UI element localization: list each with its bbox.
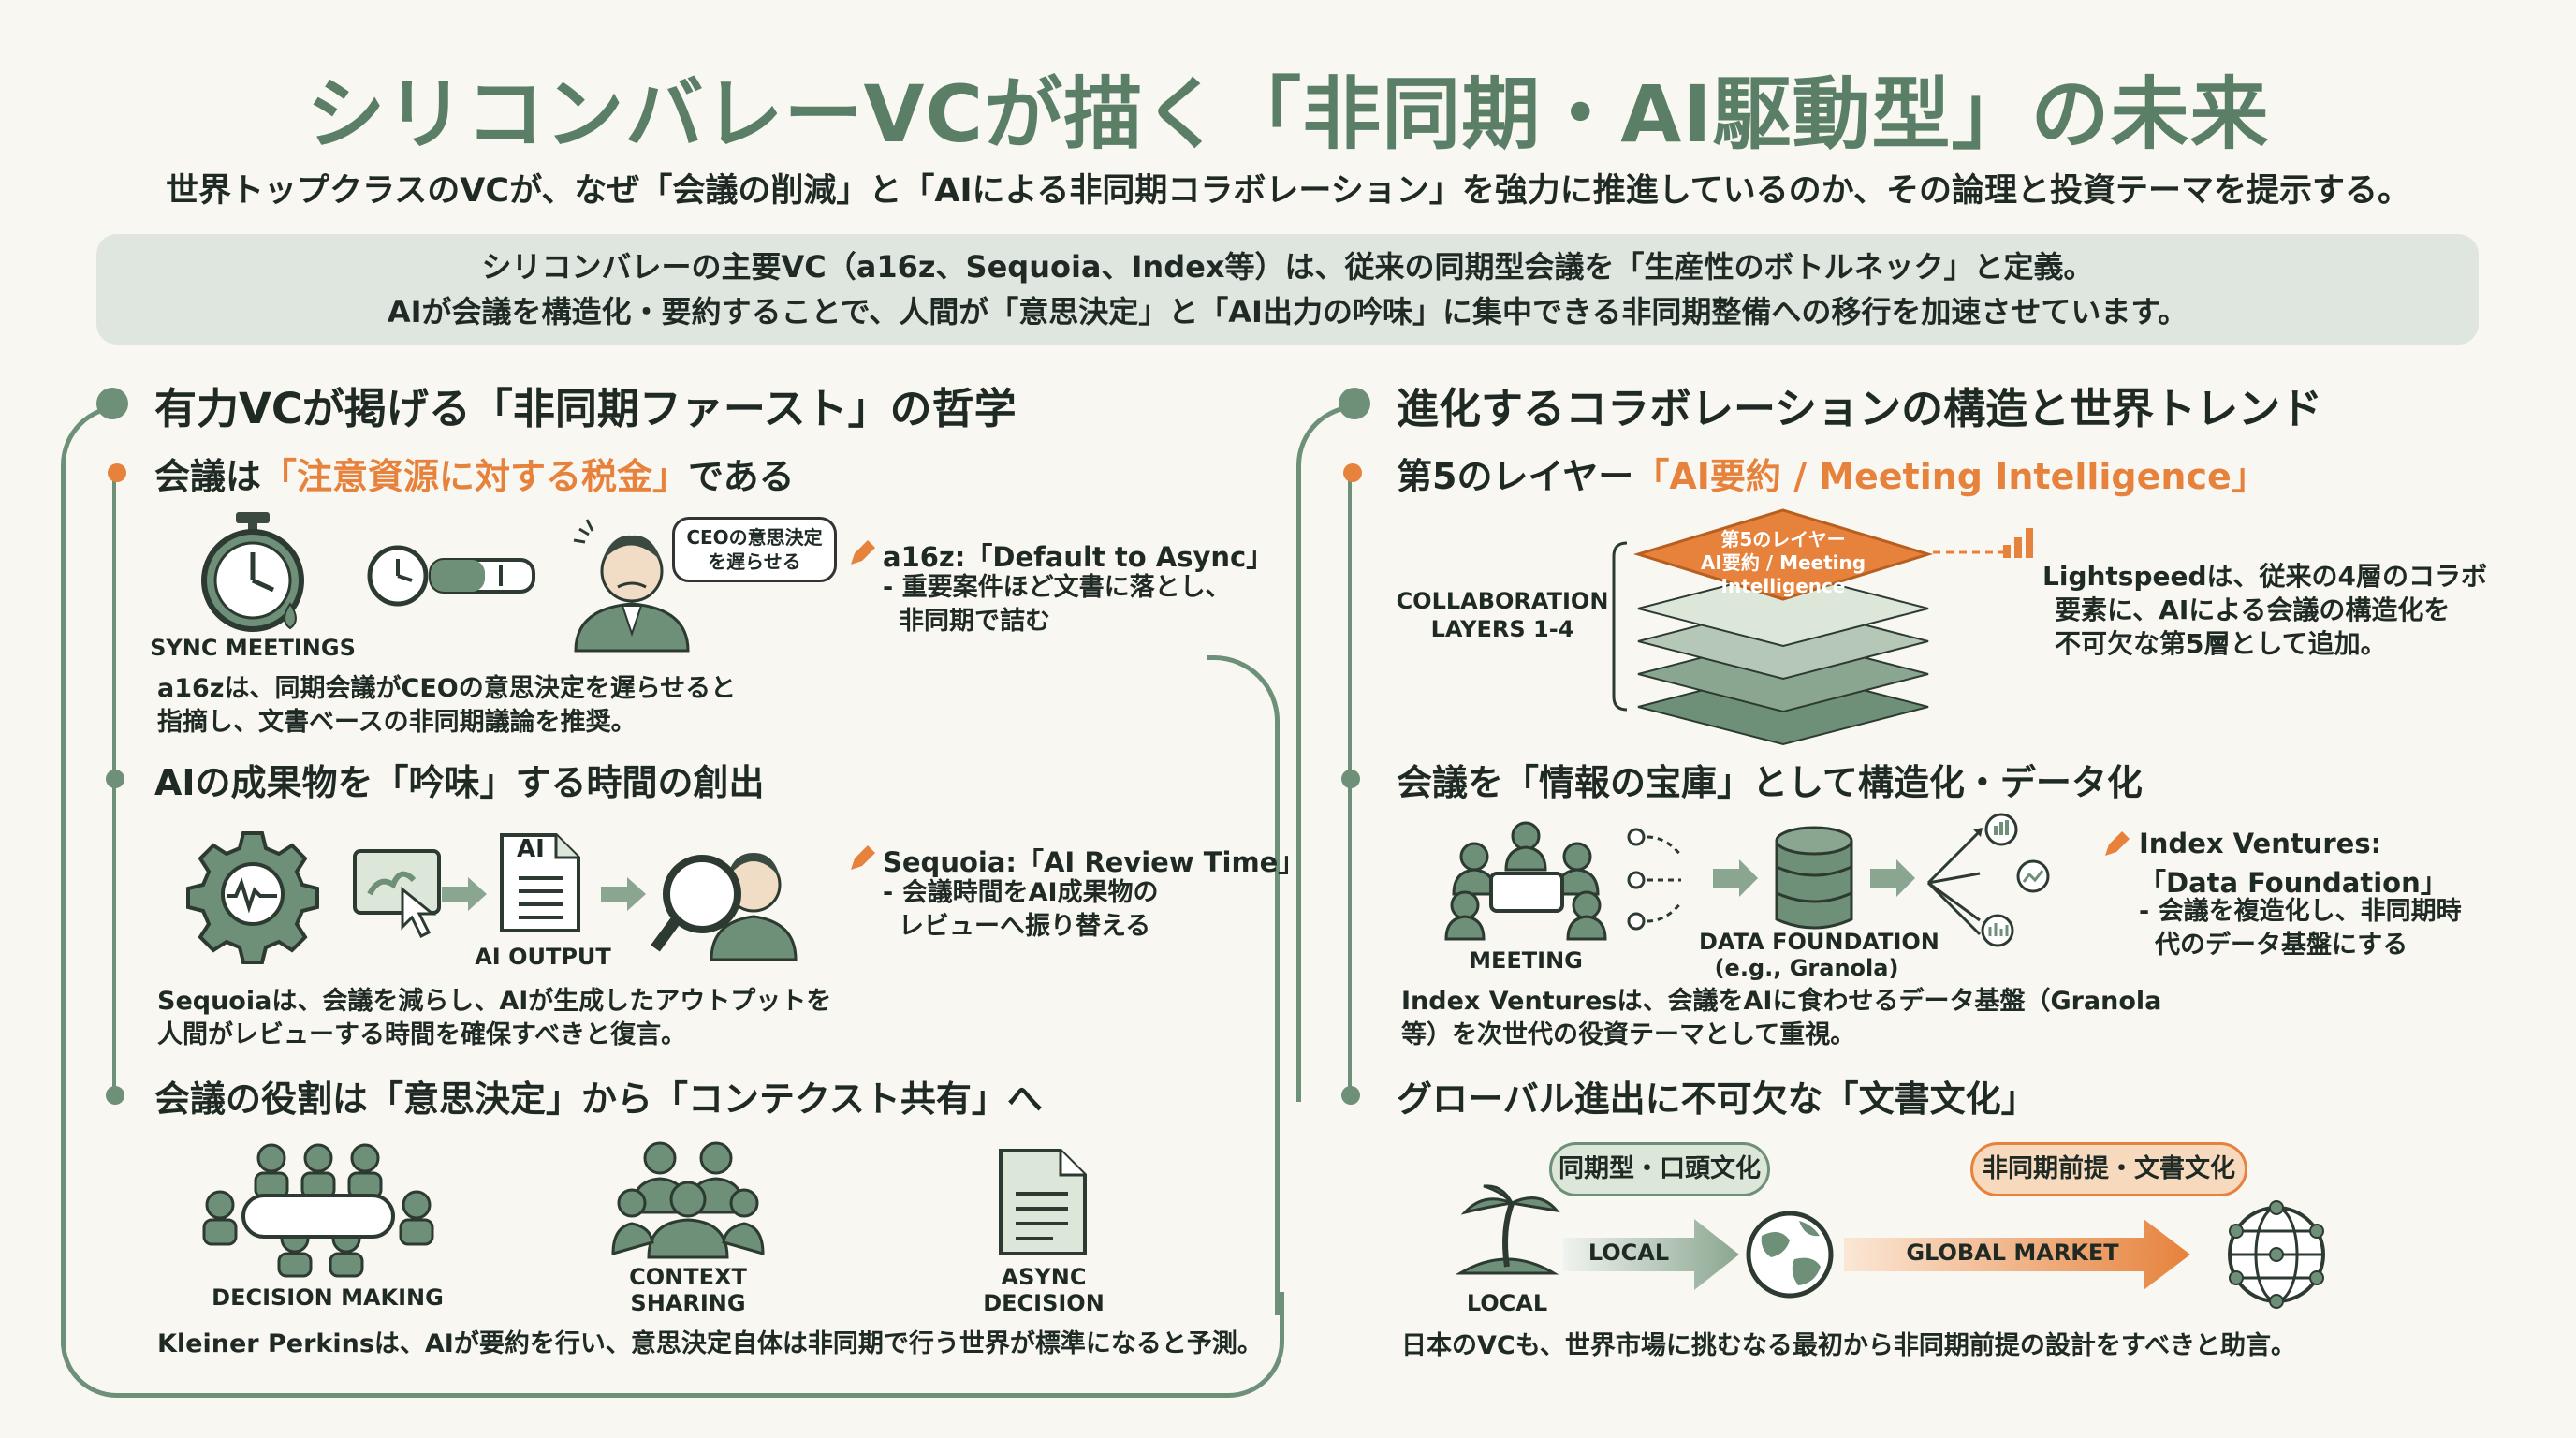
left-s1-quote-line2: 非同期で詰む [899, 607, 1050, 636]
left-s1-quote-title: a16z:「Default to Async」 [883, 541, 1274, 573]
right-s2-body-line1: Index Venturesは、会議をAIに食わせるデータ基盤（Granola [1401, 987, 2162, 1016]
local-arrow-label: LOCAL [1588, 1240, 1670, 1266]
arrow-right-icon-2 [601, 877, 646, 911]
island-icon [1455, 1184, 1560, 1275]
ai-document-icon [500, 833, 580, 932]
page-title: シリコンバレーVCが描く「非同期・AI駆動型」の未来 [306, 68, 2270, 160]
reviewer-magnifier-icon [651, 853, 798, 961]
async-document-icon [999, 1149, 1087, 1255]
right-s2-quote-line1: - 会議を複造化し、非同期時 [2139, 897, 2462, 926]
left-heading: 有力VCが掲げる「非同期ファースト」の哲学 [154, 384, 1017, 433]
left-panel-bottom-edge [61, 1292, 1284, 1398]
right-s3-heading: グローバル進出に不可欠な「文書文化」 [1397, 1078, 2037, 1120]
page-subtitle: 世界トップクラスのVCが、なぜ「会議の削減」と「AIによる非同期コラボレーション… [166, 172, 2410, 210]
layers-label-1: COLLABORATION [1396, 588, 1609, 614]
left-panel-right-edge [1208, 655, 1280, 1315]
right-s2-quote-title-1: Index Ventures: [2139, 828, 2382, 859]
context-sharing-caption-2: SHARING [630, 1290, 746, 1316]
network-globe-icon [2228, 1200, 2325, 1309]
right-s2-quote-title-2: 「Data Foundation」 [2139, 867, 2448, 899]
data-foundation-caption-2: (e.g., Granola) [1714, 955, 1899, 981]
left-s2-body-line2: 人間がレビューする時間を確保すべきと復言。 [157, 1020, 687, 1049]
left-s1-heading: 会議は「注意資源に対する税金」である [154, 448, 795, 499]
right-s1-dot [1343, 463, 1362, 482]
pill-sync-culture: 同期型・口頭文化 [1549, 1142, 1770, 1196]
meeting-group-icon [1444, 821, 1607, 941]
ai-gear-icon [186, 831, 319, 964]
left-s1-body-line1: a16zは、同期会議がCEOの意思決定を遅らせると [157, 674, 737, 703]
left-heading-dot [96, 388, 128, 419]
sync-meetings-caption: SYNC MEETINGS [150, 635, 356, 661]
top-layer-label-3: Intelligence [1720, 575, 1846, 597]
layers-label-2: LAYERS 1-4 [1430, 616, 1574, 642]
summary-line-1: シリコンバレーの主要VC（a16z、Sequoia、Index等）は、従来の同期… [481, 249, 2094, 285]
summary-line-2: AIが会議を構造化・要約することで、人間が「意思決定」と「AI出力の吟味」に集中… [387, 294, 2188, 330]
top-layer-label-2: AI要約 / Meeting [1700, 551, 1866, 574]
right-heading: 進化するコラボレーションの構造と世界トレンド [1397, 384, 2323, 433]
left-s3-body: Kleiner Perkinsは、AIが要約を行い、意思決定自体は非同期で行う世… [157, 1329, 1263, 1358]
left-s1-suffix: である [688, 456, 795, 497]
meeting-caption: MEETING [1469, 947, 1583, 974]
global-arrow [1844, 1219, 2190, 1290]
ceo-speech-bubble: CEOの意思決定を遅らせる [672, 517, 837, 582]
insights-icon [1926, 813, 2050, 947]
local-caption: LOCAL [1466, 1290, 1548, 1316]
bar-chart-icon [2003, 528, 2033, 558]
layer-stack-icon [1612, 508, 2003, 746]
right-s2-quote-line2: 代のデータ基盤にする [2155, 931, 2408, 960]
right-s1-heading: 第5のレイヤー「AI要約 / Meeting Intelligence」 [1397, 448, 2267, 499]
globe-icon [1746, 1211, 1834, 1299]
local-arrow [1563, 1219, 1739, 1290]
ai-document-label: AI [517, 835, 545, 863]
decision-making-caption: DECISION MAKING [212, 1284, 444, 1311]
global-arrow-label: GLOBAL MARKET [1906, 1240, 2119, 1266]
right-s1-highlight: 「AI要約 / Meeting Intelligence」 [1633, 456, 2267, 497]
async-decision-caption-2: DECISION [983, 1290, 1105, 1316]
left-s2-heading: AIの成果物を「吟味」する時間の創出 [154, 762, 765, 803]
left-s2-quote-title: Sequoia:「AI Review Time」 [883, 846, 1306, 878]
right-s1-body-line1: Lightspeedは、従来の4層のコラボ [2042, 561, 2488, 592]
right-s2-body-line2: 等）を次世代の役資テーマとして重視。 [1401, 1020, 1856, 1049]
left-s2-quote-line1: - 会議時間をAI成果物の [883, 878, 1159, 907]
left-s1-highlight: 「注意資源に対する税金」 [261, 456, 689, 497]
pencil-icon [851, 540, 875, 565]
left-s1-prefix: 会議は [154, 456, 262, 497]
left-s1-quote-line1: - 重要案件ほど文書に落とし、 [883, 573, 1231, 602]
left-s2-quote-line2: レビューへ振り替える [899, 912, 1151, 941]
time-drain-icon [367, 545, 535, 607]
right-s1-body-line2: 要素に、AIによる会議の構造化を [2055, 594, 2451, 625]
right-s1-body-line3: 不可欠な第5層として追加。 [2055, 628, 2387, 659]
right-s2-heading: 会議を「情報の宝庫」として構造化・データ化 [1397, 762, 2143, 803]
right-s1-prefix: 第5のレイヤー [1397, 456, 1634, 497]
stressed-ceo-icon [573, 519, 690, 653]
pencil-icon-3 [2105, 831, 2130, 856]
left-s1-body-line2: 指摘し、文書ベースの非同期議論を推奨。 [157, 708, 637, 737]
left-s2-body-line1: Sequoiaは、会議を減らし、AIが生成したアウトプットを [157, 987, 832, 1016]
right-s2-dot [1341, 770, 1360, 788]
pill-async-culture: 非同期前提・文書文化 [1970, 1142, 2247, 1196]
context-sharing-icon [611, 1141, 765, 1259]
stopwatch-icon [201, 512, 304, 632]
arrow-right-icon [442, 877, 487, 911]
summary-box: シリコンバレーの主要VC（a16z、Sequoia、Index等）は、従来の同期… [96, 234, 2479, 345]
right-s3-dot [1341, 1086, 1360, 1105]
ai-output-caption: AI OUTPUT [475, 944, 611, 970]
left-s1-dot [108, 463, 126, 482]
meeting-table-icon [202, 1143, 434, 1278]
left-s3-dot [106, 1086, 124, 1105]
context-sharing-caption-1: CONTEXT [629, 1264, 747, 1290]
right-s3-body: 日本のVCも、世界市場に挑むなる最初から非同期前提の設計をすべきと助言。 [1401, 1331, 2297, 1360]
async-decision-caption-1: ASYNC [1001, 1264, 1087, 1290]
pencil-icon-2 [851, 845, 875, 870]
review-screen-icon [353, 849, 441, 939]
data-flow-icon [1627, 826, 1915, 931]
top-layer-label-1: 第5のレイヤー [1720, 528, 1846, 550]
left-s2-dot [106, 770, 124, 788]
left-s3-heading: 会議の役割は「意思決定」から「コンテクスト共有」へ [154, 1078, 1043, 1120]
right-heading-dot [1339, 388, 1370, 419]
data-foundation-caption-1: DATA FOUNDATION [1699, 929, 1939, 955]
